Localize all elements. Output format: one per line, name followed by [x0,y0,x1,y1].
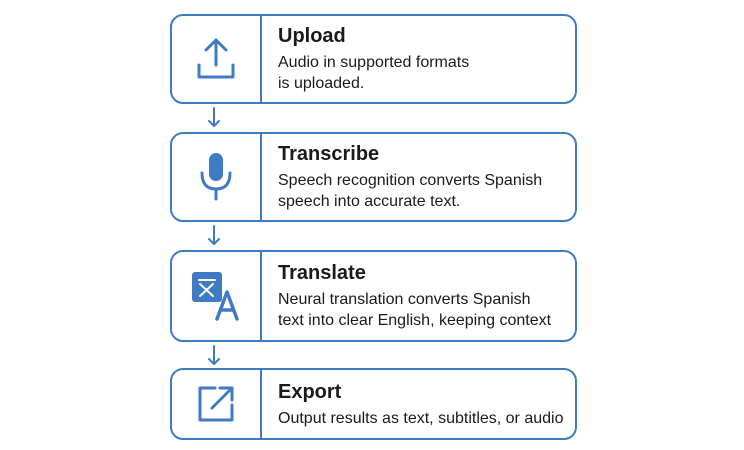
upload-icon [193,35,239,83]
step-card-transcribe: Transcribe Speech recognition converts S… [170,132,577,222]
export-icon [195,383,237,425]
step-description: Output results as text, subtitles, or au… [278,409,564,427]
step-text: Export Output results as text, subtitles… [278,370,567,438]
step-icon-cell [172,134,262,220]
step-icon-cell [172,370,262,438]
step-title: Export [278,380,342,403]
step-description: Audio in supported formats is uploaded. [278,54,470,92]
step-title: Upload [278,25,346,47]
step-text: Upload Audio in supported formats is upl… [278,16,567,102]
translate-icon [190,270,242,322]
step-description: Neural translation converts Spanish text… [278,291,552,329]
step-card-translate: Translate Neural translation converts Sp… [170,250,577,342]
step-card-upload: Upload Audio in supported formats is upl… [170,14,577,104]
step-title: Translate [278,262,366,284]
flow-arrow-down-icon [208,107,220,127]
flow-arrow-down-icon [208,345,220,365]
step-title: Transcribe [278,143,380,165]
flow-arrow-down-icon [208,225,220,245]
step-icon-cell [172,252,262,340]
step-card-export: Export Output results as text, subtitles… [170,368,577,440]
step-description: Speech recognition converts Spanish spee… [278,172,543,210]
step-text: Transcribe Speech recognition converts S… [278,134,567,220]
microphone-icon [196,151,236,203]
step-text: Translate Neural translation converts Sp… [278,252,567,340]
step-icon-cell [172,16,262,102]
